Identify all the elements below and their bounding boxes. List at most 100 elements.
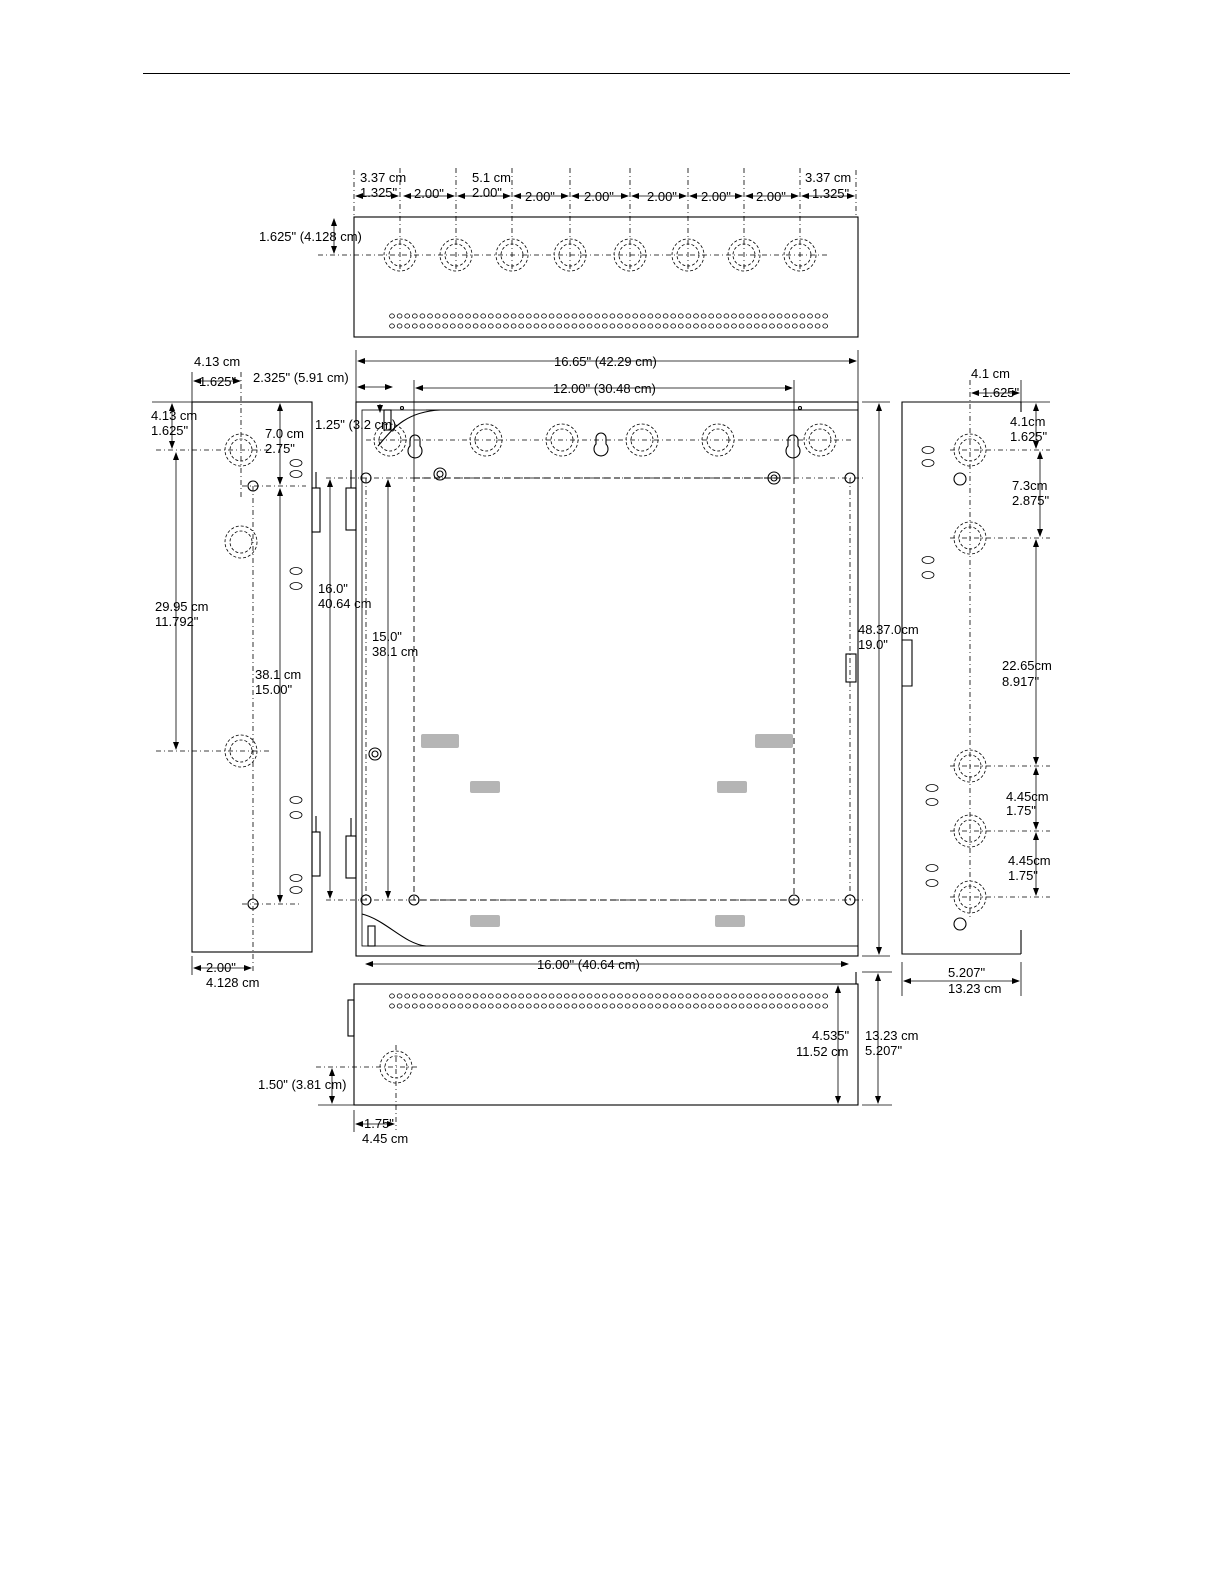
vent-hole — [693, 993, 699, 999]
vent-hole — [662, 993, 669, 999]
label-right-445-a: 4.45cm — [1006, 789, 1049, 804]
label-top-1325-right: 1.325" — [812, 186, 850, 201]
label-front-160: 16.0" — [318, 581, 348, 596]
vent-hole — [617, 993, 623, 999]
vent-hole — [700, 993, 707, 999]
vent-hole — [563, 993, 570, 999]
mounting-holes — [360, 405, 856, 906]
vent-hole — [480, 1003, 487, 1009]
vent-hole — [563, 1003, 570, 1009]
vent-hole — [548, 1003, 555, 1009]
front-knockouts — [373, 423, 837, 457]
top-knockouts — [383, 168, 817, 272]
vent-hole — [480, 323, 487, 329]
vent-hole — [670, 1003, 676, 1009]
vent-hole — [677, 1003, 684, 1009]
vent-hole — [784, 313, 790, 319]
vent-hole — [799, 323, 806, 329]
vent-hole — [761, 323, 768, 329]
vent-hole — [723, 313, 730, 319]
vent-hole — [487, 993, 494, 999]
vent-hole — [518, 323, 524, 329]
vent-hole — [738, 323, 745, 329]
bottom-knockout — [316, 1045, 420, 1130]
front-outline — [355, 401, 859, 957]
vent-hole — [609, 993, 616, 999]
vent-hole — [503, 323, 509, 329]
vent-hole — [776, 1003, 783, 1009]
vent-hole — [411, 313, 418, 319]
bottom-vent-holes — [389, 993, 828, 1009]
knockout-outer — [625, 423, 659, 457]
vent-hole — [624, 313, 631, 319]
left-side-brackets — [345, 470, 357, 879]
vent-hole — [708, 323, 714, 329]
vent-hole — [677, 313, 684, 319]
vent-hole — [396, 1003, 403, 1009]
vent-hole — [427, 313, 433, 319]
knockout-outer — [553, 238, 587, 272]
vent-hole — [487, 313, 494, 319]
vent-hole — [799, 313, 806, 319]
label-top-200-g: 2.00" — [756, 189, 786, 204]
vent-hole — [556, 313, 562, 319]
vent-hole — [647, 993, 654, 999]
vent-hole — [807, 313, 813, 319]
vent-hole — [807, 1003, 813, 1009]
vent-hole — [541, 1003, 547, 1009]
vent-hole — [389, 313, 395, 319]
vent-hole — [594, 323, 600, 329]
label-left-1625-top: 1.625" — [199, 374, 237, 389]
label-front-1665: 16.65" (42.29 cm) — [554, 354, 657, 369]
vent-hole — [419, 313, 426, 319]
vent-hole — [609, 313, 616, 319]
knockout-inner — [550, 428, 574, 452]
vent-hole — [434, 323, 441, 329]
label-bottom-150: 1.50" (3.81 cm) — [258, 1077, 346, 1092]
label-front-1200: 12.00" (30.48 cm) — [553, 381, 656, 396]
front-dimension-lines — [327, 350, 890, 967]
knockout-inner — [630, 428, 654, 452]
vent-hole — [738, 313, 745, 319]
vent-hole — [723, 993, 730, 999]
vent-hole — [700, 1003, 707, 1009]
vent-hole — [617, 323, 623, 329]
vent-hole — [579, 323, 585, 329]
vent-hole — [404, 323, 411, 329]
vent-hole — [753, 1003, 760, 1009]
left-side-view: 4.13 cm 1.625" 4.13 cm 1.625" 7.0 cm 2.7… — [151, 354, 321, 990]
vent-hole — [670, 313, 676, 319]
vent-hole — [472, 1003, 479, 1009]
vent-hole — [419, 993, 426, 999]
vent-hole — [419, 323, 426, 329]
vent-hole — [670, 993, 676, 999]
vent-hole — [427, 323, 433, 329]
knockout — [803, 423, 837, 457]
vent-hole — [579, 993, 585, 999]
vent-hole — [487, 1003, 494, 1009]
vent-hole — [761, 993, 768, 999]
right-side-latch — [902, 639, 913, 687]
vent-hole — [715, 313, 722, 319]
front-view: 16.65" (42.29 cm) 12.00" (30.48 cm) 2.32… — [253, 350, 919, 972]
vent-hole — [609, 323, 616, 329]
knockout-outer — [469, 423, 503, 457]
knockout-outer — [383, 238, 417, 272]
vent-hole — [769, 323, 775, 329]
vent-hole — [791, 1003, 798, 1009]
vent-hole — [715, 323, 722, 329]
vent-hole — [541, 993, 547, 999]
knockout — [373, 423, 407, 457]
knockout — [469, 423, 503, 457]
label-left-413-top: 4.13 cm — [194, 354, 240, 369]
vent-hole — [753, 993, 760, 999]
label-right-175-b: 1.75" — [1008, 868, 1038, 883]
knockout-inner — [808, 428, 832, 452]
vent-hole — [571, 993, 578, 999]
vent-hole — [510, 323, 517, 329]
vent-hole — [776, 313, 783, 319]
label-top-337-left: 3.37 cm — [360, 170, 406, 185]
latch — [845, 653, 857, 683]
vent-hole — [670, 323, 676, 329]
vent-hole — [525, 323, 532, 329]
